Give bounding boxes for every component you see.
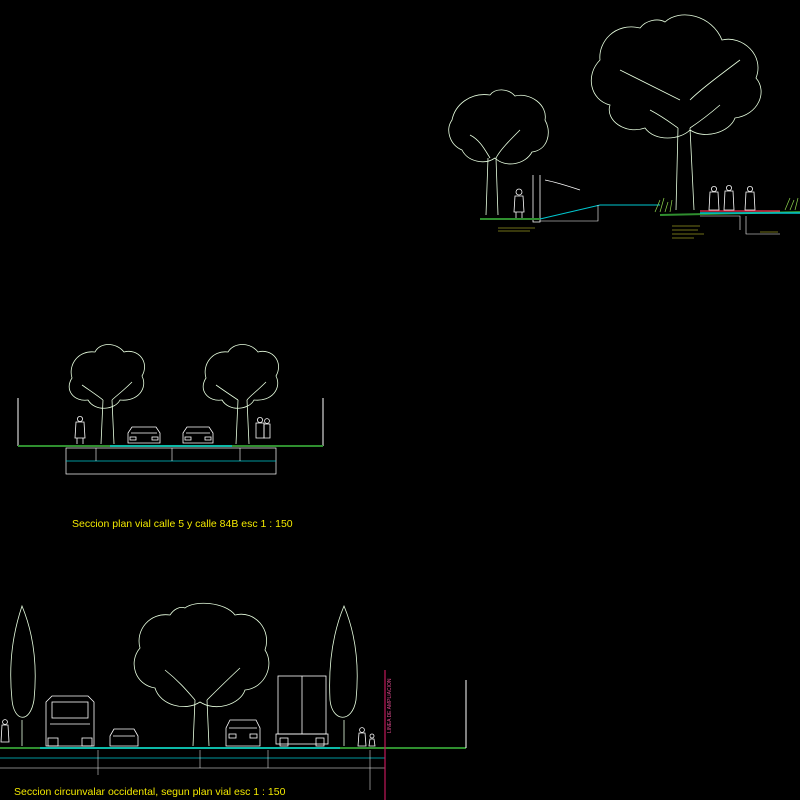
tree-large-park [591,14,762,211]
section-circunvalar [0,602,467,800]
tree-calle5-left [68,344,145,445]
retaining-wall [532,175,581,223]
car-calle5-1 [127,426,161,444]
side-walls [17,398,324,446]
road-profile-circunvalar [0,680,467,790]
people-group [708,184,756,211]
boundary-line-label: LINEA DE AMPLIACION [387,678,393,733]
truck-left [45,695,95,747]
section-caption-circunvalar: Seccion circunvalar occidental, segun pl… [14,786,286,798]
car-circunvalar-1 [109,728,139,747]
car-circunvalar-2 [225,719,261,747]
tree-calle5-right [202,344,279,445]
pedestrians-circunvalar [0,719,376,747]
ground-line-park [480,204,800,235]
tree-left-park [448,89,549,216]
road-profile [18,445,323,475]
car-calle5-2 [182,426,214,444]
section-caption-calle-5: Seccion plan vial calle 5 y calle 84B es… [72,518,293,530]
annotation-leaders [498,225,778,239]
cypress-tree-left [10,604,36,746]
tree-large-median [133,602,270,747]
box-truck-right [275,675,329,747]
shrub-group [654,197,799,213]
section-park-road [448,14,800,239]
cypress-tree-right [329,604,358,746]
section-calle-5 [17,344,324,475]
pedestrians-calle5 [74,415,271,444]
pedestrian-figure [513,188,525,218]
